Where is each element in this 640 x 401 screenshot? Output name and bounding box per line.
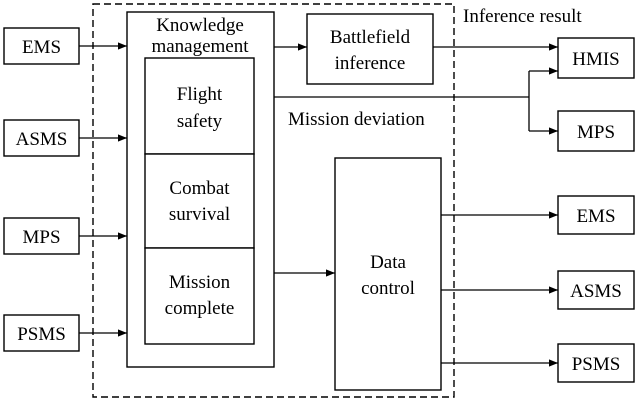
input-ems-label: EMS [22, 37, 61, 58]
combat-survival-line2: survival [169, 204, 230, 225]
combat-survival-box [144, 153, 255, 249]
output-mps-label: MPS [577, 122, 615, 143]
flight-safety-line2: safety [177, 111, 223, 132]
output-hmis-label: HMIS [572, 49, 620, 70]
flight-safety-line1: Flight [177, 84, 223, 105]
mission-complete-box [144, 247, 255, 345]
knowledge-management-title-line1: Knowledge [156, 15, 244, 36]
knowledge-management-title-line2: management [151, 36, 249, 57]
combat-survival-line1: Combat [169, 178, 230, 199]
input-mps: MPS [3, 217, 80, 255]
mission-deviation-label: Mission deviation [288, 109, 425, 130]
output-psms: PSMS [557, 343, 635, 383]
mission-complete-line1: Mission [169, 272, 231, 293]
data-control-line1: Data [370, 252, 406, 273]
input-asms-label: ASMS [16, 129, 68, 150]
flight-safety-box [144, 57, 255, 155]
input-asms: ASMS [3, 119, 80, 157]
output-asms-label: ASMS [570, 281, 622, 302]
system-boundary [92, 3, 455, 398]
output-asms: ASMS [557, 270, 635, 310]
output-ems: EMS [557, 195, 635, 235]
battlefield-inference-block: Battlefield inference [306, 13, 434, 85]
inference-result-label: Inference result [463, 6, 582, 27]
output-mps: MPS [557, 110, 635, 152]
output-hmis: HMIS [557, 37, 635, 79]
output-psms-label: PSMS [572, 354, 621, 375]
mission-complete-line2: complete [165, 298, 235, 319]
input-psms: PSMS [3, 314, 80, 352]
data-control-line2: control [361, 278, 415, 299]
battlefield-inference-line2: inference [335, 53, 406, 74]
battlefield-inference-line1: Battlefield [330, 27, 411, 48]
knowledge-management-block: Knowledge management Flight safety Comba… [126, 11, 275, 368]
input-mps-label: MPS [22, 227, 60, 248]
input-ems: EMS [3, 27, 80, 65]
input-psms-label: PSMS [17, 324, 66, 345]
output-ems-label: EMS [576, 206, 615, 227]
data-control-block: Data control [334, 157, 442, 391]
